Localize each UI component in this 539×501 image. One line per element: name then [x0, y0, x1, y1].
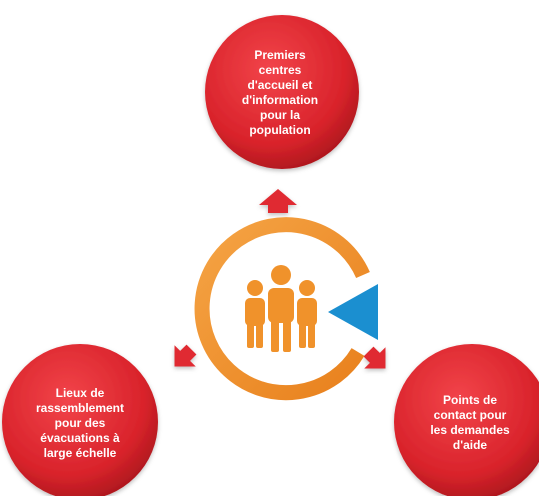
- arrow-down-right-icon: [363, 346, 386, 369]
- people-group-icon: [245, 265, 317, 352]
- right-circle: [394, 344, 539, 500]
- cycle-ring-icon: [194, 217, 370, 401]
- arrow-up-icon: [259, 189, 297, 213]
- arrow-down-left-icon: [174, 344, 197, 367]
- pointer-triangle-icon: [328, 284, 378, 340]
- top-circle: [205, 15, 359, 169]
- left-circle: [2, 344, 158, 500]
- left-node-label: Lieux de rassemblement pour des évacuati…: [35, 385, 125, 460]
- top-node-label: Premiers centres d'accueil et d'informat…: [241, 48, 319, 137]
- right-node-label: Points de contact pour les demandes d'ai…: [430, 393, 510, 452]
